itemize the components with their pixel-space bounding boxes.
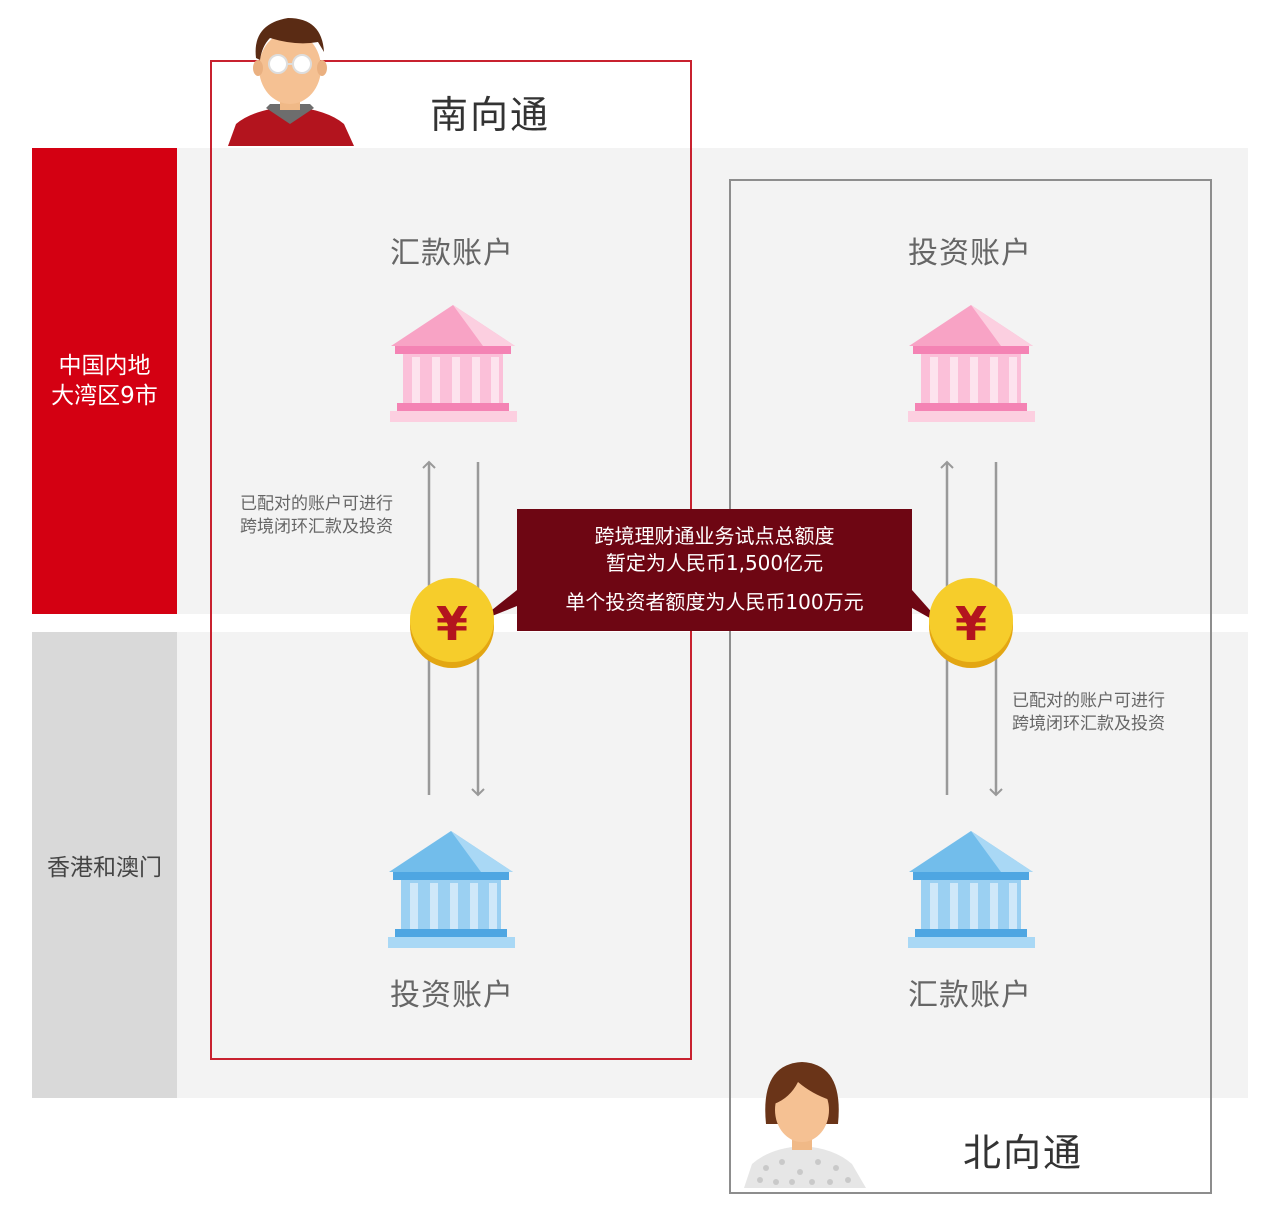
southbound-note-line1: 已配对的账户可进行 (240, 494, 393, 514)
southbound-top-account: 汇款账户 (390, 236, 514, 271)
southbound-note: 已配对的账户可进行 跨境闭环汇款及投资 (240, 493, 393, 539)
southbound-note-line2: 跨境闭环汇款及投资 (240, 517, 393, 537)
coin-symbol: ¥ (436, 597, 468, 651)
hk-macau-label: 香港和澳门 (32, 632, 177, 1098)
quota-callout: 跨境理财通业务试点总额度 暂定为人民币1,500亿元 单个投资者额度为人民币10… (517, 509, 912, 631)
callout-line2: 暂定为人民币1,500亿元 (605, 551, 824, 575)
northbound-note: 已配对的账户可进行 跨境闭环汇款及投资 (1012, 690, 1165, 736)
northbound-top-account: 投资账户 (908, 236, 1032, 271)
man-avatar-icon (228, 18, 354, 146)
hk-macau-label-text: 香港和澳门 (47, 855, 162, 881)
callout-line3: 单个投资者额度为人民币100万元 (565, 590, 864, 614)
hk-macau-band (32, 632, 1248, 1098)
northbound-note-line2: 跨境闭环汇款及投资 (1012, 714, 1165, 734)
callout-line1: 跨境理财通业务试点总额度 (594, 524, 835, 548)
southbound-title: 南向通 (430, 93, 551, 137)
northbound-title: 北向通 (963, 1131, 1084, 1175)
mainland-label: 中国内地 大湾区9市 (32, 148, 177, 614)
bank-icon (908, 831, 1035, 948)
northbound-bottom-account: 汇款账户 (908, 978, 1032, 1013)
bank-icon (908, 305, 1035, 422)
mainland-label-line2: 大湾区9市 (51, 383, 158, 409)
woman-avatar-icon (744, 1062, 866, 1188)
yuan-coin-icon: ¥ (410, 578, 494, 668)
yuan-coin-icon: ¥ (929, 578, 1013, 668)
coin-symbol: ¥ (955, 597, 987, 651)
mainland-label-line1: 中国内地 (58, 353, 151, 379)
northbound-box (729, 179, 1212, 1194)
bank-icon (390, 305, 517, 422)
northbound-note-line1: 已配对的账户可进行 (1012, 691, 1165, 711)
southbound-bottom-account: 投资账户 (390, 978, 514, 1013)
bank-icon (388, 831, 515, 948)
